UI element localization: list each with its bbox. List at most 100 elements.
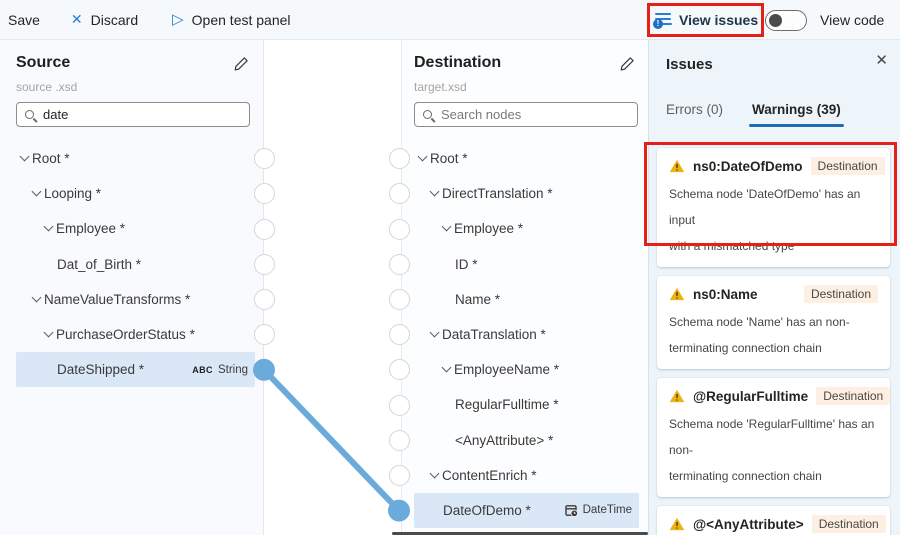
view-code-toggle[interactable] bbox=[765, 10, 807, 31]
destination-handle-anyattribute[interactable] bbox=[388, 429, 410, 451]
chevron-down-icon[interactable] bbox=[429, 186, 440, 197]
destination-node-regularfulltime[interactable]: RegularFulltime * bbox=[414, 387, 639, 422]
chevron-down-icon[interactable] bbox=[417, 151, 428, 162]
open-test-panel-button[interactable]: ▷ Open test panel bbox=[172, 12, 290, 28]
view-issues-button[interactable]: ! View issues bbox=[653, 0, 759, 40]
destination-handle-root[interactable] bbox=[388, 148, 410, 170]
chevron-down-icon[interactable] bbox=[43, 222, 54, 232]
source-panel: Source source .xsd Root *Looping * Employ… bbox=[0, 40, 264, 535]
destination-handle-contentenrich[interactable] bbox=[388, 464, 410, 486]
node-label: Root * bbox=[430, 151, 468, 167]
abc-icon: ABC bbox=[192, 364, 213, 375]
destination-handle-employee[interactable] bbox=[388, 218, 410, 240]
close-icon[interactable]: ✕ bbox=[875, 52, 888, 69]
destination-handle-name[interactable] bbox=[388, 288, 410, 310]
source-panel-title: Source bbox=[16, 54, 71, 71]
destination-panel: Destination target.xsd Root *DirectTrans… bbox=[401, 40, 648, 535]
source-search-input[interactable] bbox=[41, 106, 241, 123]
edit-destination-schema-icon[interactable] bbox=[619, 56, 635, 72]
view-issues-label: View issues bbox=[679, 12, 759, 28]
node-label: Employee * bbox=[454, 221, 524, 237]
destination-tree: Root * DirectTranslation * Employee * ID * N… bbox=[402, 141, 648, 529]
source-node-employee[interactable]: Employee * bbox=[16, 211, 255, 246]
warning-icon bbox=[669, 159, 685, 173]
node-label: DirectTranslation * bbox=[442, 186, 553, 202]
warning-message: Schema node 'Name' has an non- terminati… bbox=[669, 315, 850, 355]
chevron-down-icon[interactable] bbox=[31, 186, 42, 197]
node-label: ContentEnrich * bbox=[442, 467, 537, 483]
tab-warnings[interactable]: Warnings (39) bbox=[749, 102, 844, 127]
type-badge-datetime: DateTime bbox=[564, 504, 639, 517]
save-button[interactable]: Save bbox=[8, 12, 40, 28]
issues-panel: Issues ✕ Errors (0) Warnings (39) ns0:Da… bbox=[648, 40, 900, 535]
destination-node-id[interactable]: ID * bbox=[414, 247, 639, 282]
chevron-down-icon[interactable] bbox=[43, 327, 54, 338]
node-label: <AnyAttribute> * bbox=[455, 432, 554, 448]
source-handle-purchaseorderstatus[interactable] bbox=[253, 324, 275, 346]
destination-handle-id[interactable] bbox=[388, 253, 410, 275]
source-handle-root[interactable] bbox=[253, 148, 275, 170]
node-label: PurchaseOrderStatus * bbox=[56, 327, 195, 343]
destination-handle-directtranslation[interactable] bbox=[388, 183, 410, 205]
edit-source-schema-icon[interactable] bbox=[233, 56, 249, 72]
destination-node-name[interactable]: Name * bbox=[414, 282, 639, 317]
node-label: DataTranslation * bbox=[442, 327, 546, 343]
destination-badge: Destination bbox=[810, 157, 885, 175]
source-node-namevaluetransforms[interactable]: NameValueTransforms * bbox=[16, 282, 255, 317]
destination-node-datatranslation[interactable]: DataTranslation * bbox=[414, 317, 639, 352]
warning-icon bbox=[669, 287, 685, 301]
datetime-icon bbox=[564, 505, 578, 517]
destination-search-input[interactable] bbox=[439, 106, 629, 123]
destination-node-contentenrich[interactable]: ContentEnrich * bbox=[414, 458, 639, 493]
destination-handle-datatranslation[interactable] bbox=[388, 324, 410, 346]
destination-search-box[interactable] bbox=[414, 102, 638, 127]
destination-node-directtranslation[interactable]: DirectTranslation * bbox=[414, 176, 639, 211]
chevron-down-icon[interactable] bbox=[429, 468, 440, 479]
warning-message: Schema node 'DateOfDemo' has an input wi… bbox=[669, 187, 861, 253]
source-node-looping[interactable]: Looping * bbox=[16, 176, 255, 211]
node-label: Employee * bbox=[56, 221, 126, 237]
destination-handle-regularfulltime[interactable] bbox=[388, 394, 410, 416]
destination-node-dateofdemo[interactable]: DateOfDemo * DateTime bbox=[414, 492, 639, 529]
node-label: Dat_of_Birth * bbox=[57, 256, 142, 272]
destination-node-root[interactable]: Root * bbox=[414, 141, 639, 176]
issues-tabs: Errors (0) Warnings (39) bbox=[666, 102, 844, 127]
chevron-down-icon[interactable] bbox=[429, 327, 440, 338]
destination-node-employee[interactable]: Employee * bbox=[414, 211, 639, 246]
tab-errors[interactable]: Errors (0) bbox=[666, 102, 723, 117]
warning-title: ns0:DateOfDemo bbox=[693, 158, 803, 174]
play-icon: ▷ bbox=[172, 11, 184, 28]
node-label: DateOfDemo * bbox=[443, 502, 531, 518]
chevron-down-icon[interactable] bbox=[19, 151, 30, 162]
source-handle-namevaluetransforms[interactable] bbox=[253, 288, 275, 310]
mapping-canvas[interactable] bbox=[264, 40, 401, 535]
source-schema-filename: source .xsd bbox=[16, 80, 78, 94]
chevron-down-icon[interactable] bbox=[31, 292, 42, 303]
source-handle-dat-of-birth[interactable] bbox=[253, 253, 275, 275]
source-handle-looping[interactable] bbox=[253, 183, 275, 205]
chevron-down-icon[interactable] bbox=[441, 362, 452, 373]
source-node-root[interactable]: Root * bbox=[16, 141, 255, 176]
discard-button[interactable]: ✕ Discard bbox=[71, 11, 138, 28]
source-search-box[interactable] bbox=[16, 102, 250, 127]
source-handle-employee[interactable] bbox=[253, 218, 275, 240]
node-label: DateShipped * bbox=[57, 362, 145, 378]
destination-node-anyattribute[interactable]: <AnyAttribute> * bbox=[414, 423, 639, 458]
horizontal-scrollbar[interactable] bbox=[392, 531, 648, 535]
source-node-purchaseorderstatus[interactable]: PurchaseOrderStatus * bbox=[16, 317, 255, 352]
save-label: Save bbox=[8, 11, 40, 28]
type-label: DateTime bbox=[582, 504, 632, 517]
chevron-down-icon[interactable] bbox=[441, 222, 452, 232]
destination-node-employeename[interactable]: EmployeeName * bbox=[414, 352, 639, 387]
destination-handle-employeename[interactable] bbox=[388, 359, 410, 381]
node-label: Name * bbox=[455, 291, 501, 307]
source-node-dat-of-birth[interactable]: Dat_of_Birth * bbox=[16, 247, 255, 282]
destination-badge: Destination bbox=[803, 285, 878, 303]
warning-title: @RegularFulltime bbox=[693, 388, 809, 404]
